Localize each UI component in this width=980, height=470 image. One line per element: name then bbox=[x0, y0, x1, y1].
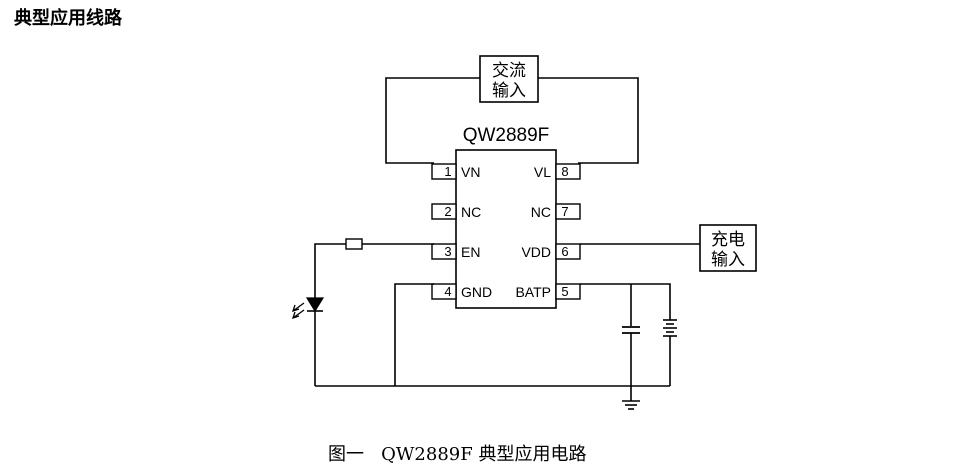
pin-8: 8 VL bbox=[534, 163, 581, 180]
capacitor bbox=[622, 326, 640, 401]
pin-7-number: 7 bbox=[561, 204, 568, 219]
ground-symbol bbox=[622, 400, 640, 410]
ac-input-label-2: 输入 bbox=[492, 81, 526, 101]
figure-caption: 图一 QW2889F 典型应用电路 bbox=[328, 444, 587, 465]
pin-8-label: VL bbox=[534, 164, 551, 180]
pin-3: 3 EN bbox=[431, 243, 480, 260]
pin-1-label: VN bbox=[461, 164, 480, 180]
pin-6-number: 6 bbox=[561, 244, 568, 259]
pin-1-number: 1 bbox=[444, 164, 451, 179]
ac-input-label-1: 交流 bbox=[492, 61, 526, 81]
pin-6-label: VDD bbox=[521, 244, 551, 260]
pin-6: 6 VDD bbox=[521, 243, 581, 260]
battery bbox=[663, 319, 677, 386]
pin-3-label: EN bbox=[461, 244, 480, 260]
charge-input-label-1: 充电 bbox=[711, 230, 745, 250]
pin-4: 4 GND bbox=[431, 283, 492, 300]
pin-2-number: 2 bbox=[444, 204, 451, 219]
pin-5: 5 BATP bbox=[515, 283, 581, 300]
pin-5-number: 5 bbox=[561, 284, 568, 299]
wire-gnd bbox=[394, 283, 434, 386]
chip-name: QW2889F bbox=[463, 125, 550, 146]
pin-7-label: NC bbox=[531, 204, 551, 220]
pin-1: 1 VN bbox=[431, 163, 480, 180]
pin-7: 7 NC bbox=[531, 203, 581, 220]
pin-5-label: BATP bbox=[515, 284, 551, 300]
chip-body bbox=[455, 149, 557, 309]
pin-8-number: 8 bbox=[561, 164, 568, 179]
pin-2-label: NC bbox=[461, 204, 481, 220]
led bbox=[291, 297, 325, 386]
wire-led-top bbox=[314, 243, 346, 298]
pin-4-label: GND bbox=[461, 284, 492, 300]
pin-2: 2 NC bbox=[431, 203, 481, 220]
wire-ac-left bbox=[385, 77, 480, 164]
pin-3-number: 3 bbox=[444, 244, 451, 259]
wire-ac-right bbox=[538, 77, 639, 164]
pin-4-number: 4 bbox=[444, 284, 451, 299]
page-heading: 典型应用线路 bbox=[14, 8, 122, 29]
resistor bbox=[345, 238, 363, 250]
charge-input-label-2: 输入 bbox=[711, 250, 745, 270]
ac-input-box bbox=[479, 55, 539, 103]
charge-input-box bbox=[699, 224, 757, 272]
wire-batp bbox=[580, 283, 671, 320]
